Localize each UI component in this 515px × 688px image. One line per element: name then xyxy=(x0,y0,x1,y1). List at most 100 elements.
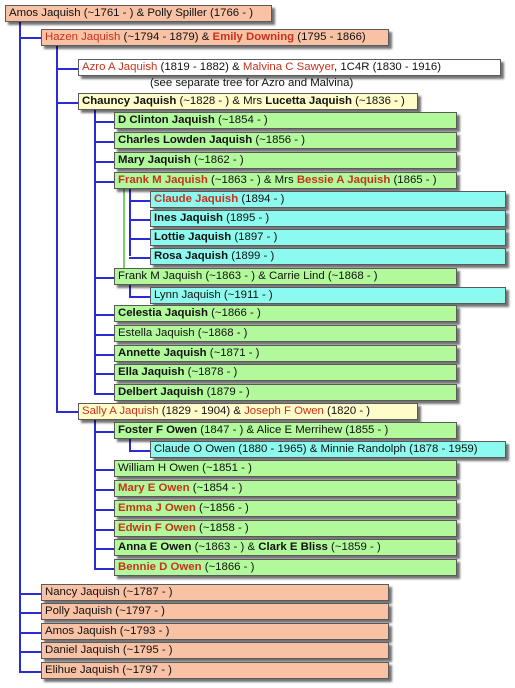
person-text: (1895 - ) xyxy=(223,212,270,224)
connector-line xyxy=(19,593,41,595)
connector-line xyxy=(94,393,114,395)
person-text: Daniel Jaquish (~1795 - ) xyxy=(45,644,173,656)
connector-line xyxy=(94,110,96,393)
connector-line xyxy=(94,548,114,550)
connector-line xyxy=(129,200,150,202)
person-text: Hazen Jaquish xyxy=(45,31,121,43)
connector-line xyxy=(19,651,41,653)
node-amos-polly: Amos Jaquish (~1761 - ) & Polly Spiller … xyxy=(5,5,272,22)
node-estella: Estella Jaquish (~1868 - ) xyxy=(114,325,457,342)
person-text: Annette Jaquish xyxy=(118,347,207,359)
connector-line xyxy=(94,181,114,183)
person-text: (~1878 - ) xyxy=(184,366,238,378)
node-lynn-jaquish: Lynn Jaquish (~1911 - ) xyxy=(150,287,506,304)
person-text: Emma J Owen xyxy=(118,502,196,514)
connector-line xyxy=(123,189,125,277)
person-text: Charles Lowden Jaquish xyxy=(118,134,253,146)
person-text: Frank M Jaquish xyxy=(118,174,208,186)
person-text: (~1856 - ) xyxy=(252,134,306,146)
person-text: (~1854 - ) xyxy=(189,482,243,494)
person-text: Amos Jaquish (~1761 - ) & Polly Spiller … xyxy=(9,7,254,19)
node-frank-bessie: Frank M Jaquish (~1863 - ) & Mrs Bessie … xyxy=(114,172,457,189)
node-annette: Annette Jaquish (~1871 - ) xyxy=(114,345,457,362)
separate-tree-note: (see separate tree for Azro and Malvina) xyxy=(150,77,354,89)
node-hazen-emily: Hazen Jaquish (~1794 - 1879) & Emily Dow… xyxy=(41,29,389,46)
connector-line xyxy=(56,68,78,70)
person-text: (~1859 - ) xyxy=(327,541,381,553)
person-text: , 1C4R (1830 - 1916) xyxy=(334,61,442,73)
person-text: Edwin F Owen xyxy=(118,522,196,534)
node-mary-jaquish: Mary Jaquish (~1862 - ) xyxy=(114,152,457,169)
person-text: (~1862 - ) xyxy=(190,154,244,166)
person-text: Nancy Jaquish (~1787 - ) xyxy=(45,586,173,598)
node-chauncy-lucetta: Chauncy Jaquish (~1828 - ) & Mrs Lucetta… xyxy=(78,93,418,110)
connector-line xyxy=(129,439,131,451)
node-frank-carrie: Frank M Jaquish (~1863 - ) & Carrie Lind… xyxy=(114,268,457,285)
person-text: Azro A Jaquish xyxy=(82,61,158,73)
node-ella: Ella Jaquish (~1878 - ) xyxy=(114,364,457,381)
node-ines-jaquish: Ines Jaquish (1895 - ) xyxy=(150,210,506,227)
node-nancy: Nancy Jaquish (~1787 - ) xyxy=(41,584,389,601)
node-d-clinton: D Clinton Jaquish (~1854 - ) xyxy=(114,112,457,129)
person-text: Foster F Owen xyxy=(118,424,198,436)
person-text: Claude O Owen (1880 - 1965) & Minnie Ran… xyxy=(154,443,478,455)
connector-line xyxy=(94,334,114,336)
person-text: (~1863 - ) & xyxy=(191,541,259,553)
node-sally-joseph: Sally A Jaquish (1829 - 1904) & Joseph F… xyxy=(78,403,418,420)
person-text: Rosa Jaquish xyxy=(154,250,229,262)
connector-line xyxy=(129,450,150,452)
connector-line xyxy=(129,238,150,240)
connector-line xyxy=(94,277,114,279)
connector-line xyxy=(94,314,114,316)
node-delbert: Delbert Jaquish (1879 - ) xyxy=(114,384,457,401)
connector-line xyxy=(94,568,114,570)
person-text: Frank M Jaquish (~1863 - ) & Carrie Lind… xyxy=(118,270,378,282)
node-claude-minnie: Claude O Owen (1880 - 1965) & Minnie Ran… xyxy=(150,441,506,458)
node-azro-malvina: Azro A Jaquish (1819 - 1882) & Malvina C… xyxy=(78,59,501,76)
connector-line xyxy=(94,420,96,568)
node-mary-owen: Mary E Owen (~1854 - ) xyxy=(114,480,457,497)
node-emma-owen: Emma J Owen (~1856 - ) xyxy=(114,500,457,517)
node-amos-jr: Amos Jaquish (~1793 - ) xyxy=(41,623,389,640)
node-bennie-owen: Bennie D Owen (~1866 - ) xyxy=(114,559,457,576)
person-text: Mary Jaquish xyxy=(118,154,191,166)
person-text: (~1871 - ) xyxy=(206,347,260,359)
person-text: Bessie A Jaquish xyxy=(296,174,391,186)
person-text: Elihue Jaquish (~1797 - ) xyxy=(45,664,172,676)
node-william-owen: William H Owen (~1851 - ) xyxy=(114,460,457,477)
person-text: Anna E Owen xyxy=(118,541,192,553)
person-text: (1820 - ) xyxy=(323,405,371,417)
person-text: (1897 - ) xyxy=(231,231,278,243)
connector-line xyxy=(19,632,41,634)
person-text: (1899 - ) xyxy=(228,250,275,262)
person-text: (1819 - 1882) & xyxy=(157,61,243,73)
node-celestia: Celestia Jaquish (~1866 - ) xyxy=(114,305,457,322)
connector-line xyxy=(94,469,114,471)
person-text: Amos Jaquish (~1793 - ) xyxy=(45,625,170,637)
connector-line xyxy=(19,37,41,39)
person-text: Mary E Owen xyxy=(118,482,190,494)
connector-line xyxy=(129,285,131,296)
node-daniel: Daniel Jaquish (~1795 - ) xyxy=(41,642,389,659)
connector-line xyxy=(129,189,131,256)
person-text: Bennie D Owen xyxy=(118,561,202,573)
connector-line xyxy=(94,354,114,356)
person-text: Polly Jaquish (~1797 - ) xyxy=(45,605,165,617)
connector-line xyxy=(56,46,58,412)
connector-line xyxy=(94,489,114,491)
node-foster-alice: Foster F Owen (1847 - ) & Alice E Merrih… xyxy=(114,422,457,439)
connector-line xyxy=(129,296,150,298)
connector-line xyxy=(94,529,114,531)
connector-line xyxy=(19,612,41,614)
connector-line xyxy=(19,22,21,672)
person-text: (1795 - 1866) xyxy=(294,31,366,43)
connector-line xyxy=(94,431,114,433)
connector-line xyxy=(94,373,114,375)
person-text: (~1828 - ) & Mrs xyxy=(176,95,266,107)
person-text: (1865 - ) xyxy=(390,174,437,186)
connector-line xyxy=(19,671,41,673)
node-anna-clark: Anna E Owen (~1863 - ) & Clark E Bliss (… xyxy=(114,539,457,556)
node-lottie-jaquish: Lottie Jaquish (1897 - ) xyxy=(150,229,506,246)
person-text: (1894 - ) xyxy=(238,193,285,205)
person-text: Claude Jaquish xyxy=(154,193,239,205)
